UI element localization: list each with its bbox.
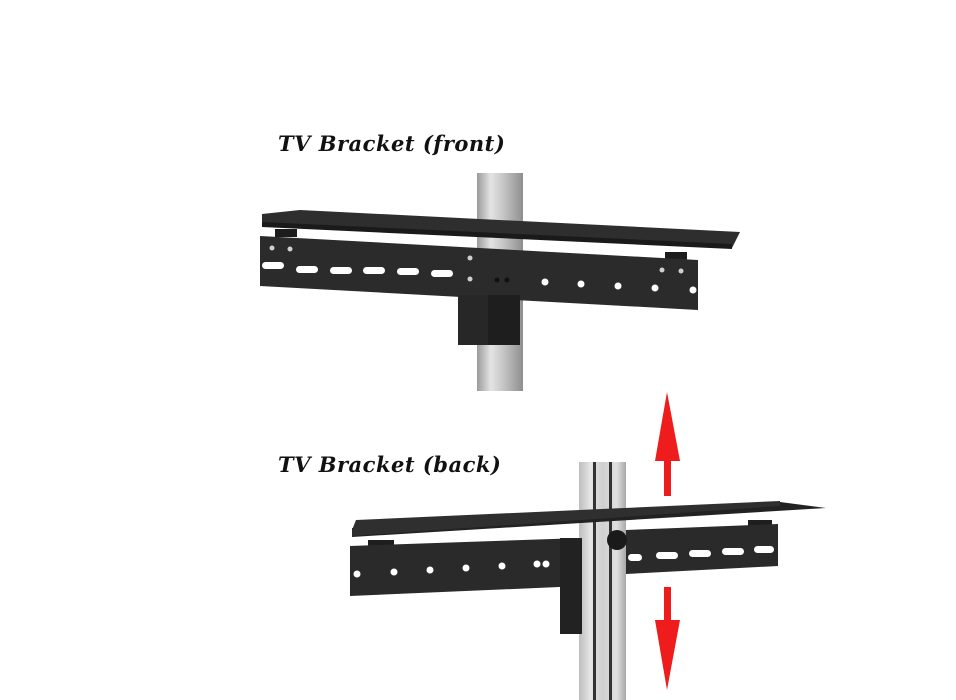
back-bracket-label: TV Bracket (back) bbox=[278, 452, 502, 477]
back-plate-right bbox=[626, 524, 778, 574]
arrow-down-icon bbox=[655, 587, 680, 690]
front-plate bbox=[260, 236, 698, 310]
back-bracket bbox=[350, 462, 826, 700]
front-slots bbox=[262, 262, 453, 277]
front-holes bbox=[269, 245, 697, 294]
front-bracket-label: TV Bracket (front) bbox=[278, 131, 506, 156]
adjust-knob bbox=[607, 530, 627, 550]
front-shelf bbox=[262, 210, 740, 248]
back-rail bbox=[579, 462, 626, 700]
arrow-up-icon bbox=[655, 392, 680, 496]
front-bracket bbox=[260, 173, 740, 391]
